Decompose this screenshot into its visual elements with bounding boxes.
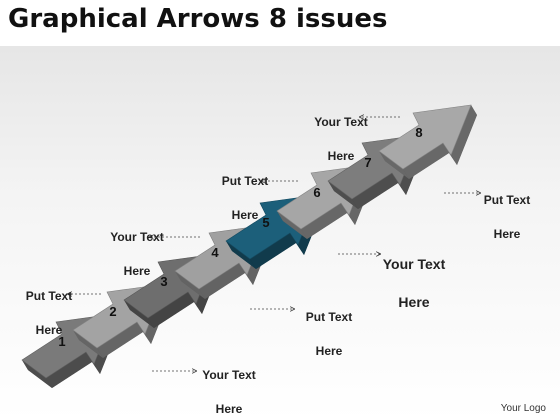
arrow-1-edge [46,352,92,388]
arrow-5-edge [226,241,256,269]
arrow-6-edge [301,203,347,239]
arrow-8-edge [379,151,409,179]
arrow-2-edge [97,322,143,358]
arrow-6-edge [277,211,307,239]
label-1: Your Text Here [198,350,260,418]
arrow-2-number: 2 [109,304,116,319]
label-6-line2: Here [231,208,259,222]
label-3-line2: Here [315,344,343,358]
arrow-1-number: 1 [58,334,65,349]
arrow-4-edge [175,271,205,299]
arrow-5-number: 5 [262,215,269,230]
label-6-line1: Put Text [221,174,269,188]
label-5: Your Text Here [378,236,450,312]
arrow-8-edge [451,105,477,165]
label-3: Put Text Here [298,292,360,360]
arrow-8-number: 8 [415,125,422,140]
label-5-line1: Your Text [382,256,446,272]
label-8-line1: Your Text [314,115,368,129]
arrow-5-edge [250,233,296,269]
label-2-line1: Put Text [25,289,73,303]
label-7-line2: Here [493,227,521,241]
arrow-4-number: 4 [211,245,219,260]
page-title: Graphical Arrows 8 issues [8,4,388,34]
arrow-3-edge [124,300,154,328]
label-4: Your Text Here [104,212,170,280]
arrow-2-edge [73,330,103,358]
arrow-8: 8 [378,104,477,179]
arrow-7-number: 7 [364,155,371,170]
label-7: Put Text Here [476,175,538,243]
label-7-line1: Put Text [483,193,531,207]
label-1-line1: Your Text [202,368,256,382]
label-6: Put Text Here [214,156,276,224]
label-5-line2: Here [398,294,430,310]
arrow-7-edge [328,181,358,209]
label-8: Your Text Here [308,97,374,165]
footer-logo-text: Your Logo [500,403,546,414]
label-4-line2: Here [123,264,151,278]
label-2-line2: Here [35,323,63,337]
arrow-8-face [378,104,472,170]
label-8-line2: Here [327,149,355,163]
arrow-4-edge [199,263,245,299]
arrow-7-edge [352,173,398,209]
arrow-3-edge [148,292,194,328]
arrow-3-number: 3 [160,274,167,289]
label-1-line2: Here [215,402,243,416]
arrow-6-number: 6 [313,185,320,200]
arrow-1-edge [22,360,52,388]
arrow-8-edge [403,143,449,179]
label-2: Put Text Here [18,271,80,339]
label-3-line1: Put Text [305,310,353,324]
label-4-line1: Your Text [110,230,164,244]
